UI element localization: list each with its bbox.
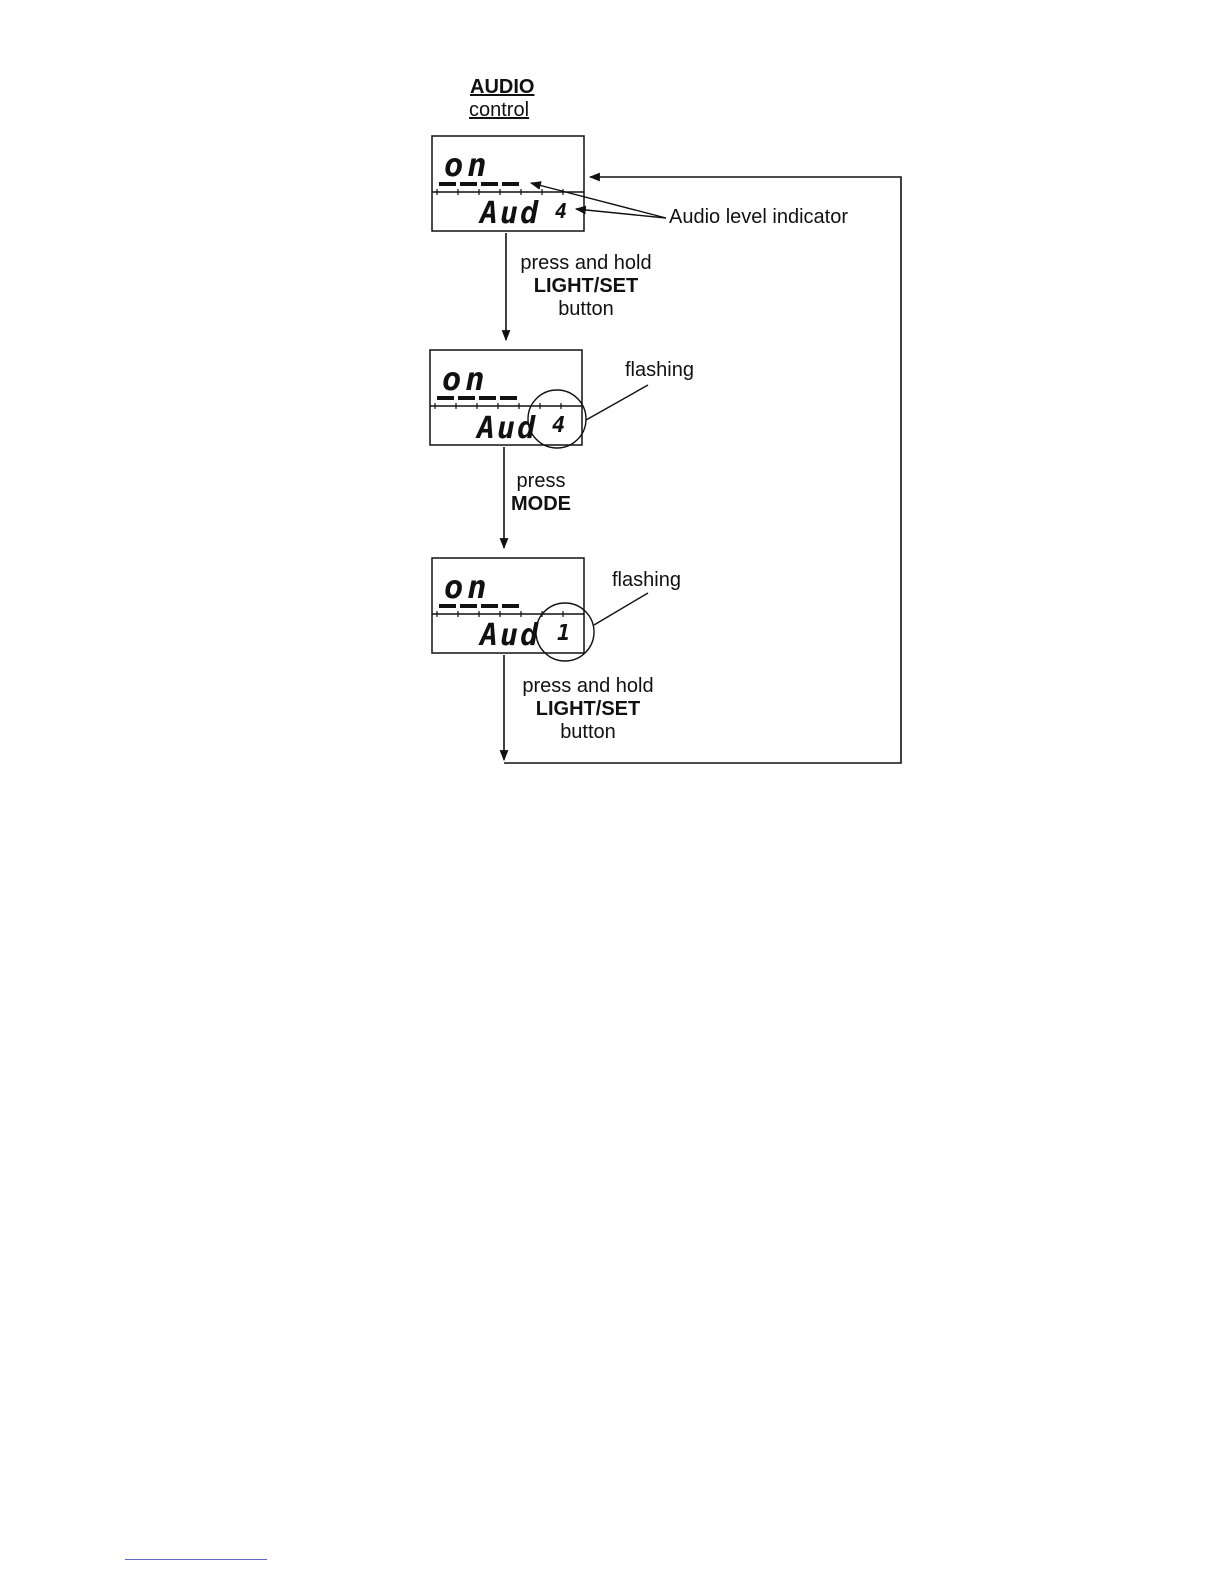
step-1-line-1: press and hold <box>496 252 676 275</box>
lcd-top-text: on <box>442 360 489 398</box>
lcd-level-value: 1 <box>557 621 570 646</box>
step-3-instruction: press and hold LIGHT/SET button <box>498 675 678 744</box>
step-1-line-2: LIGHT/SET <box>496 275 676 298</box>
lcd-display-1: on Aud 4 <box>432 136 584 231</box>
lcd-bottom-text: Aud <box>478 196 540 231</box>
lcd-level-value: 4 <box>552 413 565 438</box>
lcd-level-value: 4 <box>555 199 567 223</box>
step-1-instruction: press and hold LIGHT/SET button <box>496 252 676 321</box>
step-1-line-3: button <box>496 298 676 321</box>
lcd-top-text: on <box>444 568 491 606</box>
flashing-label-1: flashing <box>625 359 694 382</box>
lcd-top-text: on <box>444 146 491 184</box>
step-3-line-2: LIGHT/SET <box>498 698 678 721</box>
step-3-line-3: button <box>498 721 678 744</box>
lcd-bottom-text: Aud <box>478 618 540 653</box>
audio-level-indicator-label: Audio level indicator <box>669 206 848 229</box>
lcd-display-3: on Aud 1 <box>432 558 594 661</box>
step-2-instruction: press MODE <box>496 470 586 516</box>
step-2-line-2: MODE <box>496 493 586 516</box>
step-2-line-1: press <box>496 470 586 493</box>
footnote-separator <box>125 1559 267 1560</box>
audio-level-leader-bars <box>531 183 666 218</box>
flashing-label-2: flashing <box>612 569 681 592</box>
audio-level-leader-digit <box>576 209 666 218</box>
step-3-line-1: press and hold <box>498 675 678 698</box>
lcd-display-2: on Aud 4 <box>430 350 586 448</box>
flashing-leader-2 <box>594 593 648 625</box>
flashing-leader-1 <box>586 385 648 420</box>
